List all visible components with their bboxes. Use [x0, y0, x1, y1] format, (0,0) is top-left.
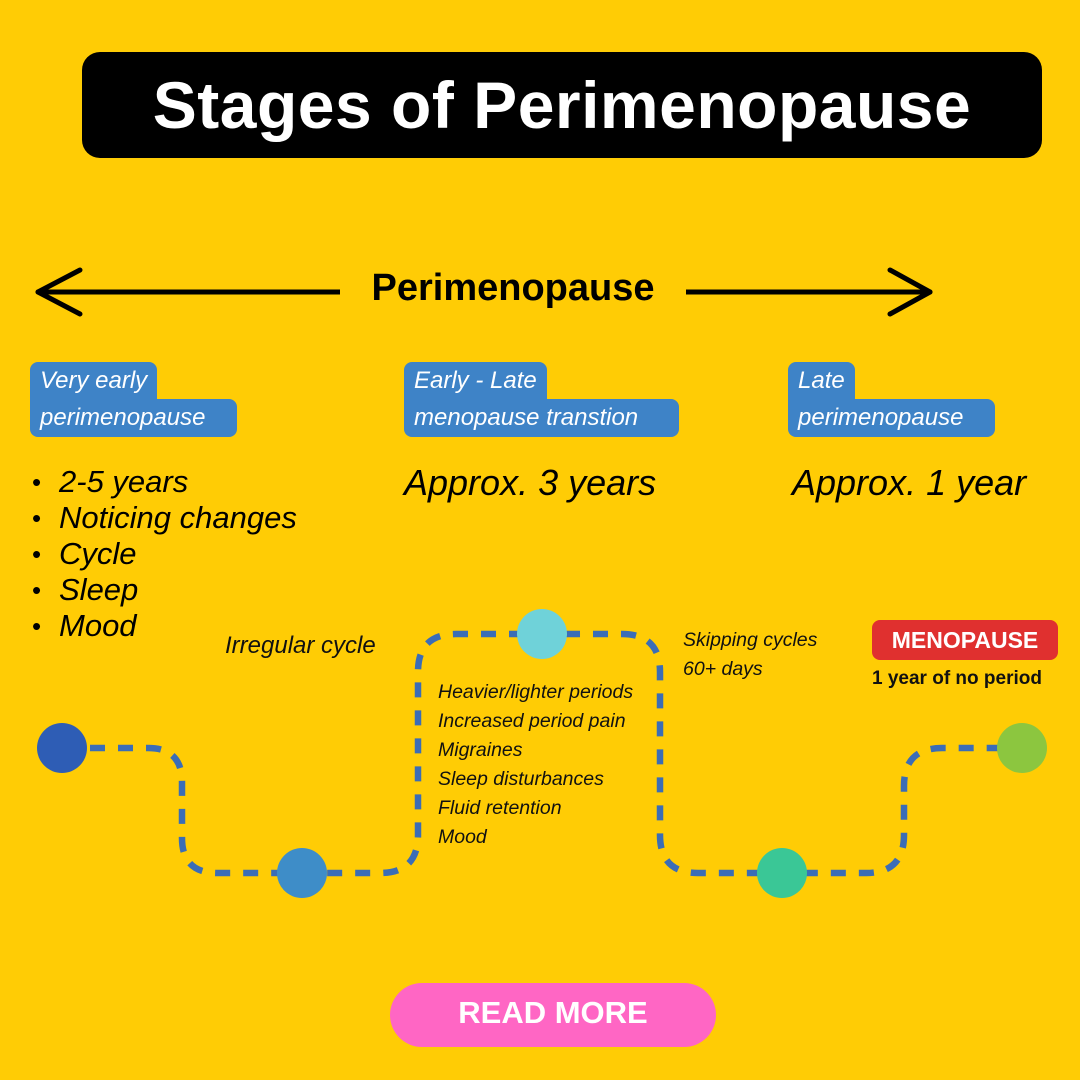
tag-line-2: perimenopause [788, 399, 995, 437]
list-item: Fluid retention [438, 797, 562, 819]
stage-dot-4 [757, 848, 807, 898]
tag-line-1: Late [788, 362, 855, 400]
early-late-duration: Approx. 3 years [404, 462, 657, 503]
tag-line-2: perimenopause [30, 399, 237, 437]
stage-tag-early-late: Early - Late menopause transtion [404, 362, 679, 437]
late-duration: Approx. 1 year [792, 462, 1027, 503]
perimenopause-label: Perimenopause [340, 262, 686, 314]
stage-dot-3 [517, 609, 567, 659]
list-item: Noticing changes [30, 500, 297, 536]
title-banner: Stages of Perimenopause [82, 52, 1042, 158]
stage-tag-very-early: Very early perimenopause [30, 362, 237, 437]
list-item: Mood [438, 826, 487, 848]
list-item: Sleep [30, 572, 297, 608]
skipping-line-1: Skipping cycles [683, 629, 818, 651]
list-item: Increased period pain [438, 710, 626, 732]
stage-dot-1 [37, 723, 87, 773]
symptoms-list: Heavier/lighter periods Increased period… [438, 678, 633, 852]
irregular-cycle-note: Irregular cycle [225, 632, 376, 659]
arrow-right-head [887, 267, 933, 317]
list-item: 2-5 years [30, 464, 297, 500]
very-early-details: 2-5 years Noticing changes Cycle Sleep M… [30, 464, 297, 644]
skipping-cycles-note: Skipping cycles 60+ days [683, 626, 817, 684]
stage-dot-5 [997, 723, 1047, 773]
arrow-left-head [35, 267, 83, 317]
skipping-line-2: 60+ days [683, 658, 763, 680]
menopause-badge: MENOPAUSE [872, 620, 1058, 660]
tag-line-1: Very early [30, 362, 158, 400]
list-item: Cycle [30, 536, 297, 572]
timeline-path [62, 630, 1022, 877]
list-item: Migraines [438, 739, 523, 761]
list-item: Mood [30, 608, 297, 644]
list-item: Heavier/lighter periods [438, 681, 634, 703]
menopause-subtitle: 1 year of no period [872, 668, 1042, 689]
double-arrow-icon [35, 267, 933, 317]
tag-line-2: menopause transtion [404, 399, 679, 437]
page-title: Stages of Perimenopause [152, 68, 972, 142]
tag-line-1: Early - Late [404, 362, 547, 400]
stage-dot-2 [277, 848, 327, 898]
list-item: Sleep disturbances [438, 768, 604, 790]
stage-tag-late: Late perimenopause [788, 362, 995, 437]
read-more-button[interactable]: READ MORE [390, 983, 716, 1047]
